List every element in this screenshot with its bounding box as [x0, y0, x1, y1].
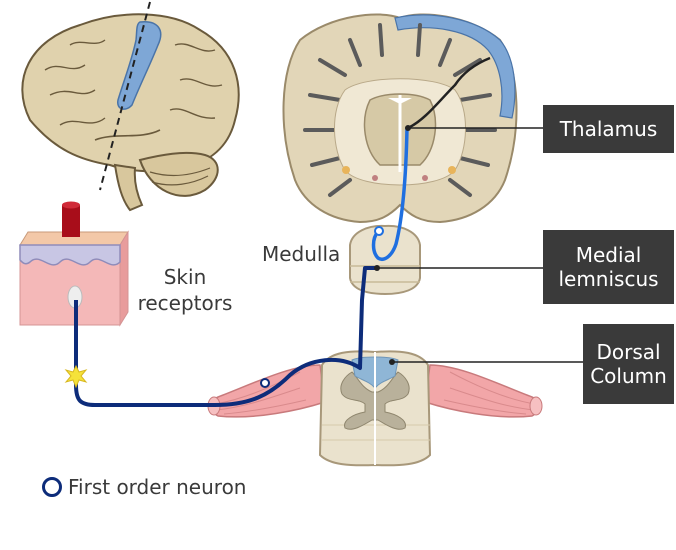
- lateral-brain: [21, 1, 240, 212]
- callout-medial-lemniscus-text: Medial lemniscus: [558, 243, 659, 291]
- callout-medial-lemniscus: Medial lemniscus: [543, 230, 674, 304]
- legend-first-order-neuron: First order neuron: [68, 475, 247, 499]
- legend: First order neuron: [42, 475, 247, 499]
- label-medulla: Medulla: [262, 242, 341, 266]
- coronal-brain-section: [282, 13, 518, 224]
- callout-thalamus: Thalamus: [543, 105, 674, 153]
- callout-dorsal-column: Dorsal Column: [583, 324, 674, 404]
- third-order-neuron-path: [407, 56, 491, 130]
- callout-thalamus-text: Thalamus: [559, 117, 658, 141]
- stimulus-star-icon: [64, 364, 88, 389]
- first-order-neuron-legend-icon: [42, 477, 62, 497]
- second-order-neuron-path: [371, 127, 409, 261]
- callout-dorsal-column-text: Dorsal Column: [590, 340, 667, 388]
- skin-block: [19, 201, 129, 327]
- label-skin-receptors: Skin receptors: [137, 265, 233, 315]
- first-order-neuron-path: [74, 266, 377, 407]
- leader-lines: [374, 125, 583, 365]
- spinal-cord-section: [207, 350, 543, 467]
